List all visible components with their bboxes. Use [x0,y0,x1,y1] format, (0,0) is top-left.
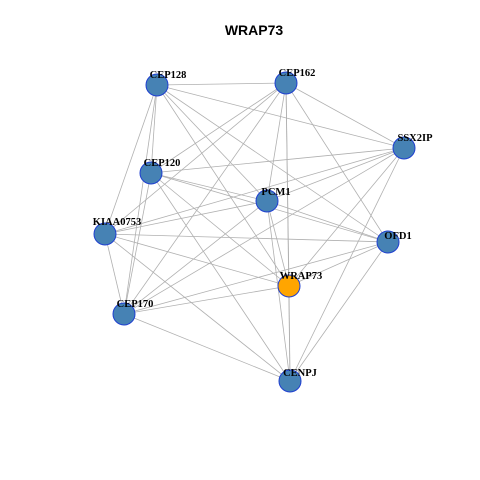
edge-cep128-pcm1 [156,84,268,202]
edge-cep128-cep162 [156,82,287,86]
edge-pcm1-kiaa0753 [104,200,268,235]
edge-cep120-wrap73 [150,172,290,287]
edge-kiaa0753-cenpj [104,233,291,382]
edge-cep128-cep170 [123,84,158,315]
edge-cep128-cep120 [150,84,158,174]
edge-cep128-kiaa0753 [104,84,158,235]
edge-ssx2ip-cenpj [289,147,405,382]
edge-ssx2ip-cep170 [123,147,405,315]
edge-cep162-ofd1 [285,82,389,243]
node-label-cep162: CEP162 [279,68,316,79]
edge-pcm1-wrap73 [266,200,290,287]
node-cep128 [145,73,169,97]
edge-cep162-cep120 [150,82,287,174]
edge-wrap73-cenpj [288,285,291,382]
edge-wrap73-cep170 [123,285,290,315]
node-kiaa0753 [93,222,117,246]
edge-ofd1-cep170 [123,241,389,315]
node-label-wrap73: WRAP73 [280,271,323,282]
node-cenpj [278,369,302,393]
node-cep162 [274,71,298,95]
node-ssx2ip [392,136,416,160]
node-label-kiaa0753: KIAA0753 [93,217,141,228]
node-label-cep128: CEP128 [150,70,187,81]
edge-cep170-cenpj [123,313,291,382]
node-label-cep120: CEP120 [144,158,181,169]
edge-cep128-wrap73 [156,84,290,287]
edge-ssx2ip-kiaa0753 [104,147,405,235]
node-cep170 [112,302,136,326]
node-cep120 [139,161,163,185]
edge-ofd1-cenpj [289,241,389,382]
edge-layer [104,82,405,382]
edge-kiaa0753-ofd1 [104,233,389,243]
edge-cep128-ofd1 [156,84,389,243]
edge-kiaa0753-cep170 [104,233,125,315]
edge-ssx2ip-pcm1 [266,147,405,202]
edge-ssx2ip-cep120 [150,147,405,174]
edge-ssx2ip-wrap73 [288,147,405,287]
edge-pcm1-ofd1 [266,200,389,243]
edge-pcm1-cenpj [266,200,291,382]
edge-ofd1-wrap73 [288,241,389,287]
edge-cep162-kiaa0753 [104,82,287,235]
edge-cep162-pcm1 [266,82,287,202]
node-wrap73 [277,274,301,298]
edge-cep120-cenpj [150,172,291,382]
node-label-ssx2ip: SSX2IP [397,133,433,144]
edge-cep162-ssx2ip [285,82,405,149]
node-label-cep170: CEP170 [117,299,154,310]
node-ofd1 [376,230,400,254]
diagram-title: WRAP73 [225,22,284,38]
node-pcm1 [255,189,279,213]
edge-cep120-pcm1 [150,172,268,202]
node-layer [93,71,416,393]
edge-cep162-cep170 [123,82,287,315]
edge-pcm1-cep170 [123,200,268,315]
node-label-cenpj: CENPJ [283,368,317,379]
node-label-pcm1: PCM1 [261,187,290,198]
node-label-ofd1: OFD1 [384,231,411,242]
